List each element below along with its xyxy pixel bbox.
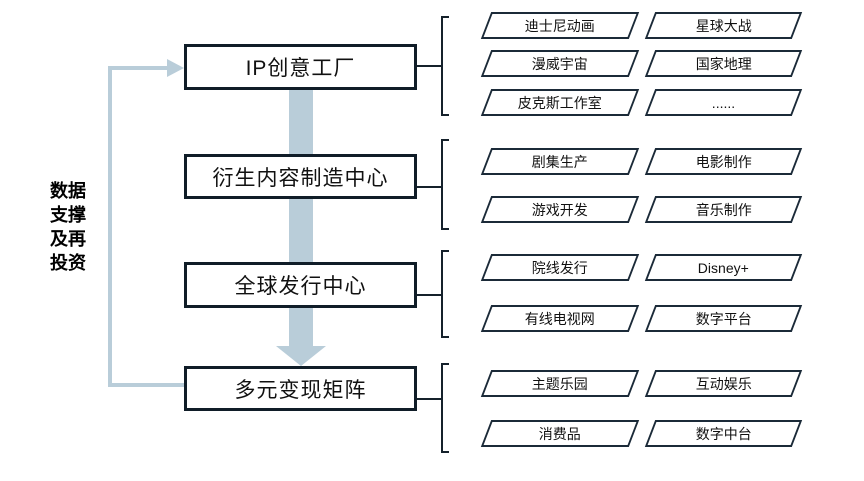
group-bracket (441, 16, 449, 116)
item-label: 剧集生产 (532, 153, 588, 170)
item-label: 游戏开发 (532, 201, 588, 218)
bracket-connector (417, 65, 442, 67)
stage-box-derivative-content-center: 衍生内容制造中心 (184, 154, 417, 199)
item-label: 数字中台 (695, 425, 752, 442)
item-label: Disney+ (698, 259, 749, 276)
item-parallelogram: 游戏开发 (480, 196, 640, 223)
item-parallelogram: 音乐制作 (644, 196, 803, 223)
arrow-down-icon (276, 346, 326, 366)
side-label-line: 及再 (50, 229, 86, 249)
item-label: 有线电视网 (525, 310, 595, 327)
item-parallelogram: 数字平台 (644, 305, 803, 332)
item-label: ...... (711, 94, 736, 111)
arrowhead-right-icon (167, 59, 184, 77)
item-label: 数字平台 (695, 310, 752, 327)
item-label: 互动娱乐 (695, 375, 752, 392)
item-parallelogram: 国家地理 (644, 50, 803, 77)
item-label: 音乐制作 (695, 201, 752, 218)
item-label: 星球大战 (695, 17, 752, 34)
item-parallelogram: 漫威宇宙 (480, 50, 640, 77)
group-bracket (441, 250, 449, 338)
item-label: 国家地理 (695, 55, 752, 72)
item-label: 消费品 (539, 425, 581, 442)
item-parallelogram: ...... (644, 89, 803, 116)
item-parallelogram: 电影制作 (644, 148, 803, 175)
side-label-line: 投资 (50, 253, 86, 273)
item-label: 皮克斯工作室 (518, 94, 602, 111)
bracket-connector (417, 294, 442, 296)
side-label-line: 数据 (50, 181, 86, 201)
stage-box-global-distribution-center: 全球发行中心 (184, 262, 417, 308)
bracket-connector (417, 186, 442, 188)
item-parallelogram: 剧集生产 (480, 148, 640, 175)
item-parallelogram: 主题乐园 (480, 370, 640, 397)
feedback-loop-vertical-line (108, 66, 112, 387)
side-label-line: 支撑 (50, 205, 86, 225)
bracket-connector (417, 398, 442, 400)
side-label-data-support: 数据 支撑 及再 投资 (44, 179, 92, 275)
item-label: 电影制作 (695, 153, 752, 170)
feedback-loop-top-line (108, 66, 169, 70)
item-parallelogram: 院线发行 (480, 254, 640, 281)
stage-box-ip-creative-factory: IP创意工厂 (184, 44, 417, 90)
item-label: 主题乐园 (532, 375, 588, 392)
feedback-loop-bottom-line (108, 383, 184, 387)
flow-band-segment (289, 88, 313, 158)
item-parallelogram: 数字中台 (644, 420, 803, 447)
stage-box-monetization-matrix: 多元变现矩阵 (184, 366, 417, 411)
item-label: 漫威宇宙 (532, 55, 588, 72)
item-label: 院线发行 (532, 259, 588, 276)
item-parallelogram: 皮克斯工作室 (480, 89, 640, 116)
item-parallelogram: 有线电视网 (480, 305, 640, 332)
group-bracket (441, 363, 449, 453)
item-label: 迪士尼动画 (525, 17, 595, 34)
item-parallelogram: 消费品 (480, 420, 640, 447)
item-parallelogram: Disney+ (644, 254, 803, 281)
flow-band-segment (289, 306, 313, 347)
item-parallelogram: 互动娱乐 (644, 370, 803, 397)
item-parallelogram: 迪士尼动画 (480, 12, 640, 39)
flow-band-segment (289, 197, 313, 264)
group-bracket (441, 139, 449, 230)
item-parallelogram: 星球大战 (644, 12, 803, 39)
